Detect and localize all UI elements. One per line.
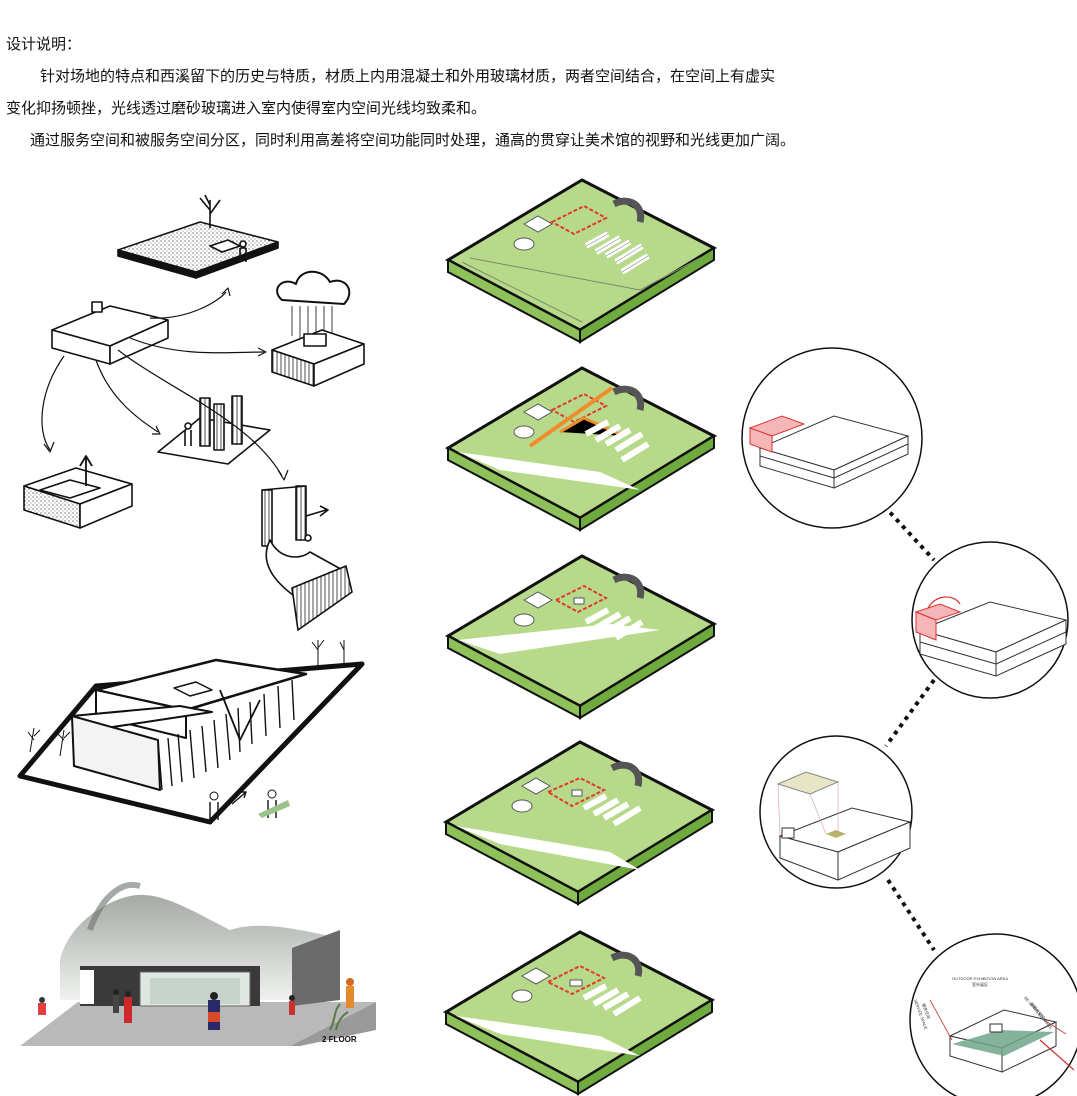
description-heading: 设计说明： — [6, 35, 82, 53]
sketch-central-block — [51, 301, 169, 365]
second-floor-render: 2 FLOOR — [20, 881, 376, 1046]
sketch-rain-cloud — [271, 270, 365, 387]
description-line-3: 通过服务空间和被服务空间分区，同时利用高差将空间功能同时处理，通高的贯穿让美术馆… — [30, 131, 796, 149]
detail-circle-3 — [759, 735, 913, 889]
detail-circle-1 — [741, 347, 923, 529]
detail-callouts: SERVICE SPACE 服务空间 OUTDOOR EXHIBITION AR… — [741, 347, 1077, 1096]
building-perspective-sketch — [17, 639, 365, 825]
sketch-arrows — [41, 287, 289, 481]
site-tile-3 — [444, 554, 718, 720]
site-tile-2 — [444, 366, 718, 532]
concept-sketch-group — [23, 194, 365, 631]
site-tile-1 — [444, 178, 718, 344]
site-tile-5 — [442, 930, 716, 1096]
label-outdoor-en: OUTDOOR EXHIBITION AREA — [952, 976, 1008, 981]
design-description: 设计说明： 针对场地的特点和西溪留下的历史与特质，材质上内用混凝土和外用玻璃材质… — [6, 28, 1066, 156]
sketch-lifted-volume — [23, 455, 133, 529]
detail-circle-4: SERVICE SPACE 服务空间 OUTDOOR EXHIBITION AR… — [909, 933, 1077, 1096]
site-plan-column — [442, 178, 718, 1096]
sketch-walls-figure — [157, 395, 271, 465]
label-outdoor-cn: 室外展区 — [972, 981, 988, 987]
floor-label: 2 FLOOR — [322, 1035, 357, 1044]
label-service-space-cn: 服务空间 — [921, 1002, 932, 1019]
sketch-ground-tile — [117, 194, 279, 279]
description-line-1: 针对场地的特点和西溪留下的历史与特质，材质上内用混凝土和外用玻璃材质，两者空间结… — [40, 67, 776, 85]
description-line-2: 变化抑扬顿挫，光线透过磨砂玻璃进入室内使得室内空间光线均致柔和。 — [6, 99, 487, 117]
site-tile-4 — [442, 740, 716, 906]
detail-circle-2 — [911, 541, 1069, 699]
sketch-gate-path — [261, 485, 353, 631]
